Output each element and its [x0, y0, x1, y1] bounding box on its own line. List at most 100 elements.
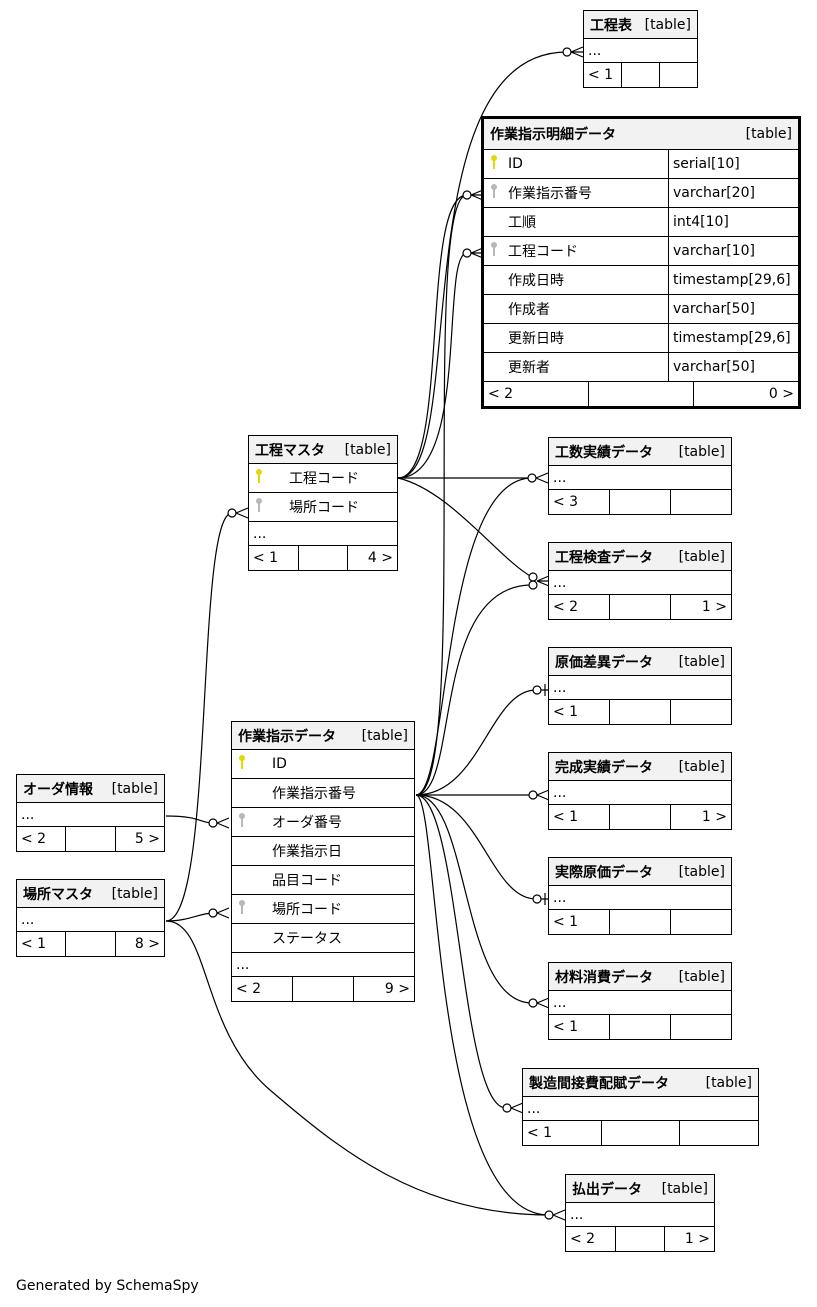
children-count: < 1: [553, 809, 579, 825]
children-count: < 1: [553, 704, 579, 720]
column-row[interactable]: 作業指示日: [232, 837, 414, 866]
generated-by-label: Generated by SchemaSpy: [16, 1278, 199, 1294]
edge-basho-sagyo: [165, 912, 214, 922]
column-name: ステータス: [272, 931, 342, 947]
table-footer: < 2 0 >: [484, 382, 798, 406]
table-name: 原価差異データ: [555, 654, 653, 671]
table-jissai[interactable]: 実際原価データ[table]...< 1: [548, 857, 732, 935]
children-count: < 1: [553, 914, 579, 930]
table-name: 工程マスタ: [255, 442, 325, 459]
column-name: 工程コード: [289, 471, 359, 487]
parents-count: 5 >: [114, 827, 164, 851]
table-footer: < 1 8 >: [17, 932, 164, 956]
edge-kotei-kensa: [397, 477, 533, 578]
column-row[interactable]: 場所コード: [232, 895, 414, 924]
table-kind: [table]: [111, 780, 158, 797]
children-count: < 2: [570, 1231, 596, 1247]
column-row[interactable]: 品目コード: [232, 866, 414, 895]
parents-count: [679, 1121, 758, 1145]
table-genka_sai[interactable]: 原価差異データ [table]... < 1: [548, 647, 732, 725]
table-seizo[interactable]: 製造間接費配賦データ[table]...< 1: [522, 1068, 759, 1146]
key-slot: [484, 241, 504, 261]
ellipsis-row: ...: [523, 1097, 758, 1121]
key-slot: [484, 154, 504, 174]
table-name: 作業指示明細データ: [490, 127, 616, 143]
children-count: < 1: [21, 936, 47, 952]
column-row[interactable]: ステータス: [232, 924, 414, 953]
parents-count: [670, 700, 731, 724]
table-kind: [table]: [705, 1074, 752, 1091]
ellipsis-row: ...: [549, 466, 731, 490]
column-name: 場所コード: [272, 902, 342, 918]
table-name: 払出データ: [572, 1181, 642, 1198]
table-name: オーダ情報: [23, 781, 93, 798]
table-kind: [table]: [678, 653, 725, 670]
column-type: timestamp[29,6]: [668, 324, 798, 352]
ellipsis-row: ...: [17, 803, 164, 827]
table-kind: [table]: [678, 863, 725, 880]
column-name: 作業指示番号: [508, 186, 592, 202]
children-count: < 3: [553, 494, 579, 510]
key-slot: [232, 812, 252, 832]
table-kosu[interactable]: 工数実績データ[table]...< 3: [548, 437, 732, 515]
table-name: 実際原価データ: [555, 864, 653, 881]
foreign-key-icon: [256, 497, 262, 513]
table-koteihyo[interactable]: 工程表[table] ... < 1: [583, 10, 698, 88]
column-name: 作成者: [508, 302, 550, 318]
table-footer: < 1: [549, 910, 731, 934]
children-count: < 2: [488, 386, 514, 402]
column-row[interactable]: 工程コード: [249, 464, 397, 493]
ellipsis-row: ...: [17, 908, 164, 932]
children-count: < 2: [553, 599, 579, 615]
ellipsis-row: ...: [549, 676, 731, 700]
foreign-key-icon: [491, 183, 497, 199]
primary-key-icon: [491, 154, 497, 170]
column-name: 作業指示番号: [272, 786, 356, 802]
table-kind: [table]: [361, 727, 408, 744]
parents-count: 1 >: [670, 805, 731, 829]
column-row[interactable]: 作業指示番号: [232, 779, 414, 808]
parents-count: 8 >: [114, 932, 164, 956]
column-name: 場所コード: [289, 500, 359, 516]
edge-order-sagyo: [165, 815, 214, 824]
column-row[interactable]: 場所コード: [249, 493, 397, 522]
column-type: timestamp[29,6]: [668, 266, 798, 294]
edge-sagyo-genka: [415, 689, 537, 796]
column-row[interactable]: オーダ番号: [232, 808, 414, 837]
column-name: 作業指示日: [272, 844, 342, 860]
children-count: < 1: [253, 550, 279, 566]
table-footer: < 1: [584, 63, 697, 87]
key-slot: [484, 183, 504, 203]
foreign-key-icon: [491, 241, 497, 257]
table-zairyo[interactable]: 材料消費データ[table]...< 1: [548, 962, 732, 1040]
ellipsis-row: ...: [549, 991, 731, 1015]
table-kind: [table]: [644, 16, 691, 33]
edge-sagyo-kensa: [415, 584, 533, 796]
column-row[interactable]: ID: [232, 750, 414, 779]
column-type: varchar[10]: [668, 237, 798, 265]
table-footer: < 3: [549, 490, 731, 514]
parents-count: 0 >: [693, 382, 798, 406]
ellipsis-row: ...: [584, 39, 697, 63]
column-name: ID: [272, 756, 287, 772]
